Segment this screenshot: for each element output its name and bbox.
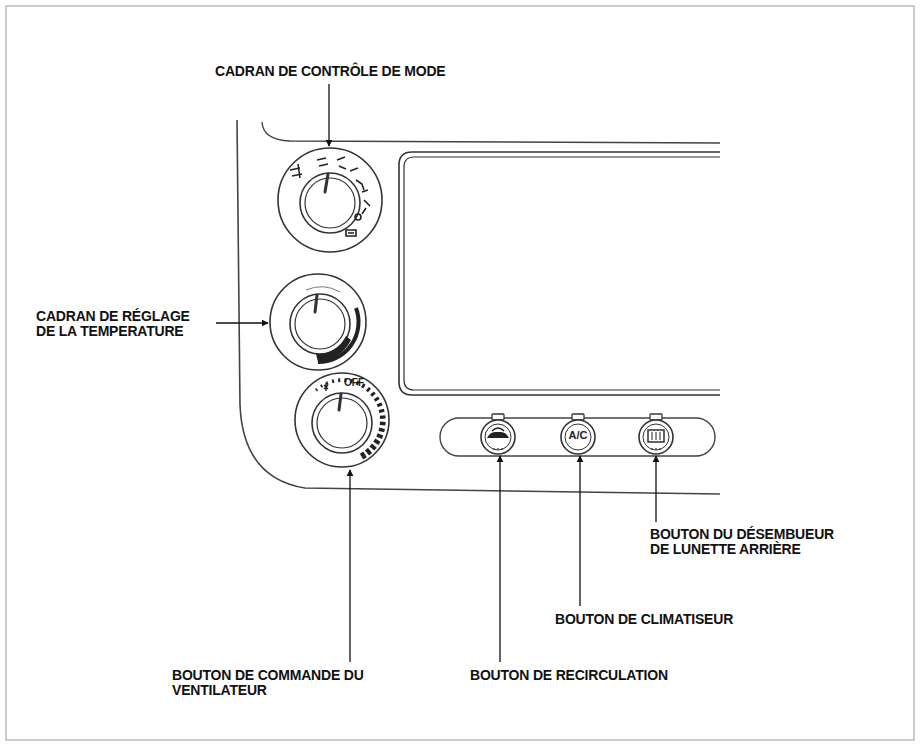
screen-outline [399, 152, 720, 395]
recirculation-button [481, 420, 515, 454]
defroster-button [639, 420, 673, 454]
ac-button-callout: BOUTON DE CLIMATISEUR [555, 612, 733, 627]
leader-lines [216, 84, 656, 662]
mode-dial-callout: CADRAN DE CONTRÔLE DE MODE [215, 64, 445, 79]
fan-dial-callout: BOUTON DE COMMANDE DU VENTILATEUR [172, 668, 394, 698]
fan-dial-outline [294, 372, 390, 468]
button-strip [440, 418, 715, 456]
button-leds [492, 414, 662, 420]
panel-edge [237, 120, 720, 494]
ac-button: A/C [560, 419, 596, 455]
screen-inner-outline [404, 157, 720, 390]
fan-dial: OFF [294, 372, 390, 468]
defroster-callout: BOUTON DU DÉSEMBUEUR DE LUNETTE ARRIÈRE [650, 527, 848, 557]
mode-dial [278, 148, 382, 252]
recirculation-callout: BOUTON DE RECIRCULATION [470, 668, 668, 683]
frame [6, 6, 914, 740]
dial-marking: OFF [344, 378, 364, 388]
panel-top-edge [262, 122, 720, 143]
button-label: A/C [569, 430, 588, 441]
temperature-dial [270, 274, 366, 370]
temperature-dial-callout: CADRAN DE RÉGLAGE DE LA TEMPERATURE [36, 309, 208, 339]
